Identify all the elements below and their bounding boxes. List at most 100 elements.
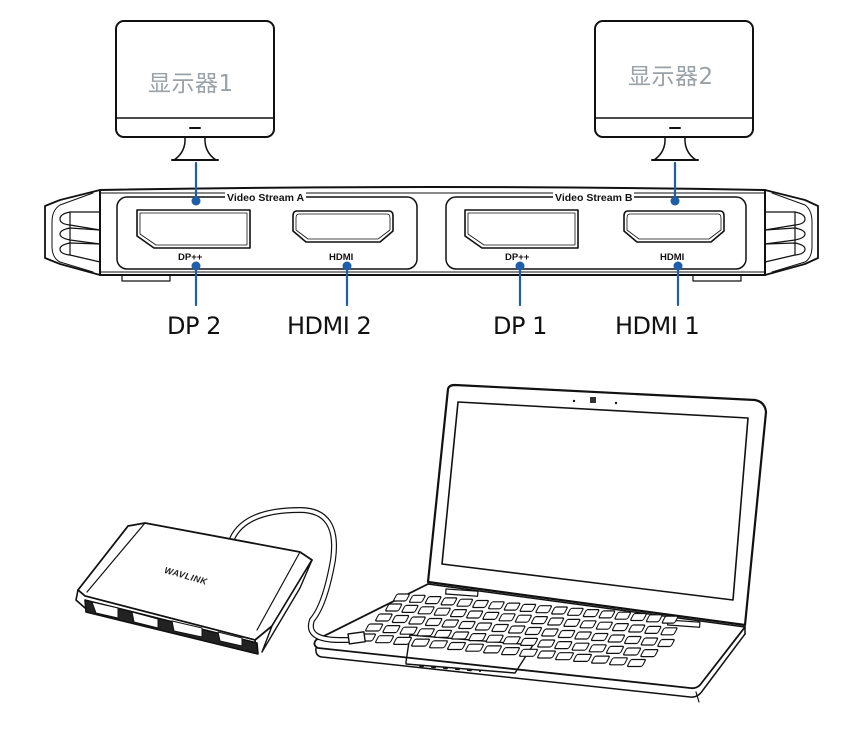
keyboard-key xyxy=(582,608,600,618)
webcam-icon xyxy=(590,397,596,403)
keyboard-key xyxy=(375,635,394,644)
keyboard-key xyxy=(607,634,626,643)
keyboard-key xyxy=(598,610,616,619)
keyboard-key xyxy=(640,637,659,646)
keyboard-key xyxy=(519,637,539,647)
keyboard-key xyxy=(408,594,426,603)
dock-3d-illustration xyxy=(75,507,366,655)
keyboard-key xyxy=(573,653,592,663)
keyboard-key xyxy=(623,647,642,656)
keyboard-key xyxy=(530,615,549,625)
keyboard-key xyxy=(485,634,504,643)
keyboard-key xyxy=(519,603,537,613)
monitor-2-icon xyxy=(594,20,754,161)
connector-dot xyxy=(515,261,525,271)
keyboard-key xyxy=(628,624,646,633)
keyboard-key xyxy=(411,638,430,647)
callout-dp-1: DP 1 xyxy=(493,312,547,340)
keyboard-key xyxy=(429,640,448,649)
keyboard-key xyxy=(451,631,470,640)
callout-dp-2: DP 2 xyxy=(167,312,221,340)
keyboard-key xyxy=(465,643,484,652)
hdmi-port-a-icon xyxy=(292,210,394,243)
port-tag-dp-b: DP++ xyxy=(505,252,530,263)
keyboard-key xyxy=(507,625,526,634)
connector-dot xyxy=(191,261,201,271)
keyboard-key xyxy=(416,628,435,637)
monitor-1-icon xyxy=(115,20,275,161)
keyboard-key xyxy=(447,641,466,651)
stream-b-frame xyxy=(445,196,747,270)
keyboard-key xyxy=(605,645,624,655)
keyboard-key xyxy=(474,622,493,631)
keyboard-key xyxy=(458,620,476,630)
keyboard-key xyxy=(417,606,435,615)
monitor-1-label: 显示器1 xyxy=(148,71,234,97)
keyboard-key xyxy=(449,608,468,618)
keyboard-key xyxy=(498,613,516,622)
keyboard-key xyxy=(645,614,663,623)
keyboard-key xyxy=(424,617,443,627)
keyboard-key xyxy=(609,657,628,666)
keyboard-key xyxy=(555,652,574,661)
port-tag-hdmi-a: HDMI xyxy=(329,252,354,263)
keyboard-key xyxy=(433,607,451,616)
keyboard-key xyxy=(624,635,642,645)
keyboard-key xyxy=(399,626,418,635)
keyboard-key xyxy=(502,636,521,645)
keyboard-key xyxy=(657,638,675,648)
keyboard-key xyxy=(488,601,505,610)
keyboard-key xyxy=(472,599,489,609)
keyboard-key xyxy=(557,629,576,639)
keyboard-key xyxy=(627,658,646,668)
keyboard-key xyxy=(482,611,500,621)
keyboard-key xyxy=(365,623,384,632)
callout-hdmi-2: HDMI 2 xyxy=(287,312,372,340)
keyboard-key xyxy=(503,602,521,611)
keyboard-key xyxy=(590,632,609,642)
keyboard-key xyxy=(644,625,662,635)
keyboard-key xyxy=(524,626,543,636)
port-tag-dp-a: DP++ xyxy=(178,252,203,263)
connector-dot xyxy=(670,196,680,206)
connector-dot xyxy=(342,261,352,271)
dp-port-b-icon xyxy=(464,209,579,249)
keyboard-key xyxy=(595,621,613,630)
keyboard-key xyxy=(408,616,426,625)
keyboard-key xyxy=(382,624,401,634)
keyboard-key xyxy=(574,631,592,640)
stream-a-label: Video Stream A xyxy=(225,192,307,204)
keyboard-key xyxy=(579,620,597,629)
dp-port-a-icon xyxy=(136,209,251,249)
callout-hdmi-1: HDMI 1 xyxy=(615,312,700,340)
keyboard-key xyxy=(501,646,520,656)
keyboard-key xyxy=(660,627,678,636)
keyboard-key xyxy=(541,628,559,637)
connector-dot xyxy=(191,196,201,206)
monitor-2-label: 显示器2 xyxy=(628,64,714,90)
keyboard-key xyxy=(441,619,460,628)
laptop-screen xyxy=(441,401,749,601)
port-tag-hdmi-b: HDMI xyxy=(660,252,685,263)
keyboard-key xyxy=(519,648,538,657)
stream-a-frame xyxy=(116,196,418,270)
keyboard-key xyxy=(401,604,419,614)
keyboard-key xyxy=(375,613,393,622)
keyboard-key xyxy=(456,598,474,607)
keyboard-key xyxy=(554,640,573,650)
keyboard-key xyxy=(547,617,565,626)
hdmi-port-b-icon xyxy=(623,210,725,243)
keyboard-key xyxy=(661,615,679,624)
keyboard-key xyxy=(393,636,412,646)
keyboard-key xyxy=(630,612,647,622)
keyboard-key xyxy=(535,605,553,614)
keyboard-key xyxy=(611,622,630,632)
keyboard-key xyxy=(466,610,484,619)
connector-lines xyxy=(194,161,680,307)
keyboard-key xyxy=(514,614,532,623)
keyboard-key xyxy=(551,606,568,615)
keyboard-key xyxy=(468,632,487,642)
keyboard-key xyxy=(440,597,458,606)
keyboard-key xyxy=(537,639,556,648)
